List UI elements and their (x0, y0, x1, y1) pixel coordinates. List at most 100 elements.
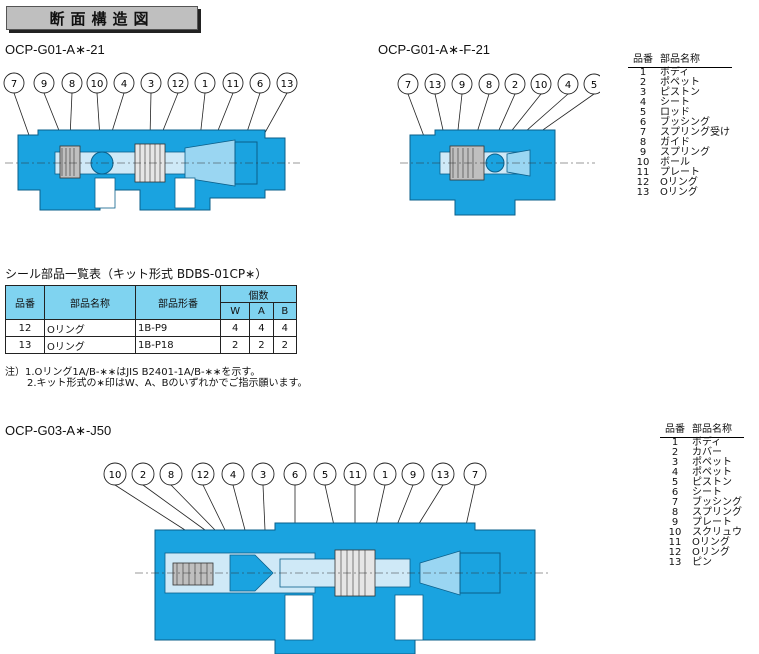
callout-9: 9 (394, 462, 425, 531)
seal-notes: 注）1.Oリング1A/B-∗∗はJIS B2401-1A/B-∗∗を示す。 2.… (5, 367, 308, 389)
part-name: カバー (692, 447, 722, 458)
callout-6: 6 (244, 72, 271, 139)
callout-6: 6 (283, 462, 307, 530)
part-no: 5 (671, 477, 679, 488)
diagram-2-body (400, 129, 595, 216)
seal-cell-b: 2 (272, 336, 298, 354)
callout-11: 11 (343, 462, 367, 530)
callout-label: 8 (69, 79, 75, 90)
callout-label: 9 (459, 80, 465, 91)
part-name: スクリュウ (692, 527, 742, 538)
callout-label: 4 (121, 79, 127, 90)
seal-parts-table: 品番 部品名称 部品形番 個数 W A B 12 Oリング 1B-P9 4 4 … (5, 285, 298, 354)
seal-header-model: 部品形番 (135, 285, 221, 320)
callout-8: 8 (159, 462, 216, 531)
callout-2: 2 (131, 462, 206, 531)
callout-1: 1 (373, 462, 397, 531)
part-name: プレート (692, 517, 732, 528)
part-name: ロッド (660, 107, 690, 118)
part-name: ガイド (660, 137, 690, 148)
part-no: 9 (639, 147, 647, 158)
part-name: プレート (660, 167, 700, 178)
callout-1: 1 (194, 72, 216, 139)
part-no: 13 (636, 187, 650, 198)
diagram-1-body (5, 129, 300, 211)
callout-label: 13 (281, 79, 294, 90)
part-name: ポペット (692, 457, 732, 468)
part-no: 6 (671, 487, 679, 498)
list-item: 10 スクリュウ (660, 528, 744, 538)
part-name: スプリング (660, 147, 710, 158)
part-name: ポペット (692, 467, 732, 478)
callout-11: 11 (214, 72, 244, 139)
page-title: 断面構造図 (6, 6, 198, 30)
callout-12: 12 (191, 462, 226, 531)
seal-cell-w: 2 (219, 336, 251, 354)
part-no: 10 (636, 157, 650, 168)
callout-label: 10 (91, 79, 104, 90)
part-no: 10 (668, 527, 682, 538)
part-no: 12 (636, 177, 650, 188)
callout-9: 9 (451, 73, 473, 140)
table-row: 13 Oリング 1B-P18 2 2 2 (5, 336, 298, 354)
callout-13: 13 (261, 72, 298, 139)
seal-cell-no: 12 (5, 319, 45, 337)
callout-4: 4 (109, 72, 135, 139)
diagram-3-body (135, 522, 550, 654)
callout-label: 3 (148, 79, 154, 90)
seal-cell-name: Oリング (44, 319, 136, 337)
seal-header-b: B (272, 302, 298, 320)
part-no: 2 (671, 447, 679, 458)
note-1: 1.Oリング1A/B-∗∗はJIS B2401-1A/B-∗∗を示す。 (25, 367, 261, 378)
part-name: ブッシング (692, 497, 742, 508)
part-no: 2 (639, 77, 647, 88)
callout-label: 5 (591, 80, 597, 91)
seal-header-w: W (219, 302, 251, 320)
callout-label: 11 (349, 470, 362, 481)
callout-label: 6 (257, 79, 263, 90)
list-item: 5 ロッド (628, 108, 732, 118)
part-name: Oリング (660, 187, 698, 198)
callout-10: 10 (103, 462, 186, 531)
note-prefix: 注） (5, 367, 25, 378)
callout-label: 3 (260, 470, 266, 481)
callout-label: 4 (565, 80, 571, 91)
table-row: 12 Oリング 1B-P9 4 4 4 (5, 319, 298, 337)
part-no: 6 (639, 117, 647, 128)
seal-cell-model: 1B-P9 (135, 319, 221, 337)
part-no: 5 (639, 107, 647, 118)
callout-2: 2 (494, 73, 526, 140)
callout-label: 1 (382, 470, 388, 481)
callout-label: 9 (41, 79, 47, 90)
part-name: ピストン (692, 477, 732, 488)
callout-label: 7 (472, 470, 478, 481)
list-item: 13 Oリング (628, 188, 732, 198)
callout-8: 8 (474, 73, 500, 140)
part-name: Oリング (660, 177, 698, 188)
callout-label: 13 (429, 80, 442, 91)
part-name: ピン (692, 557, 712, 568)
callout-label: 13 (437, 470, 450, 481)
part-no: 11 (636, 167, 650, 178)
callout-label: 8 (168, 470, 174, 481)
seal-cell-no: 13 (5, 336, 45, 354)
callout-label: 12 (197, 470, 210, 481)
parts-table-1-header-no: 品番 (628, 55, 658, 68)
seal-cell-b: 4 (272, 319, 298, 337)
parts-table-2-header-name: 部品名称 (690, 425, 744, 438)
part-no: 4 (639, 97, 647, 108)
part-name: ボール (660, 157, 690, 168)
note-2: 2.キット形式の∗印はW、A、Bのいずれかでご指示願います。 (27, 378, 308, 389)
